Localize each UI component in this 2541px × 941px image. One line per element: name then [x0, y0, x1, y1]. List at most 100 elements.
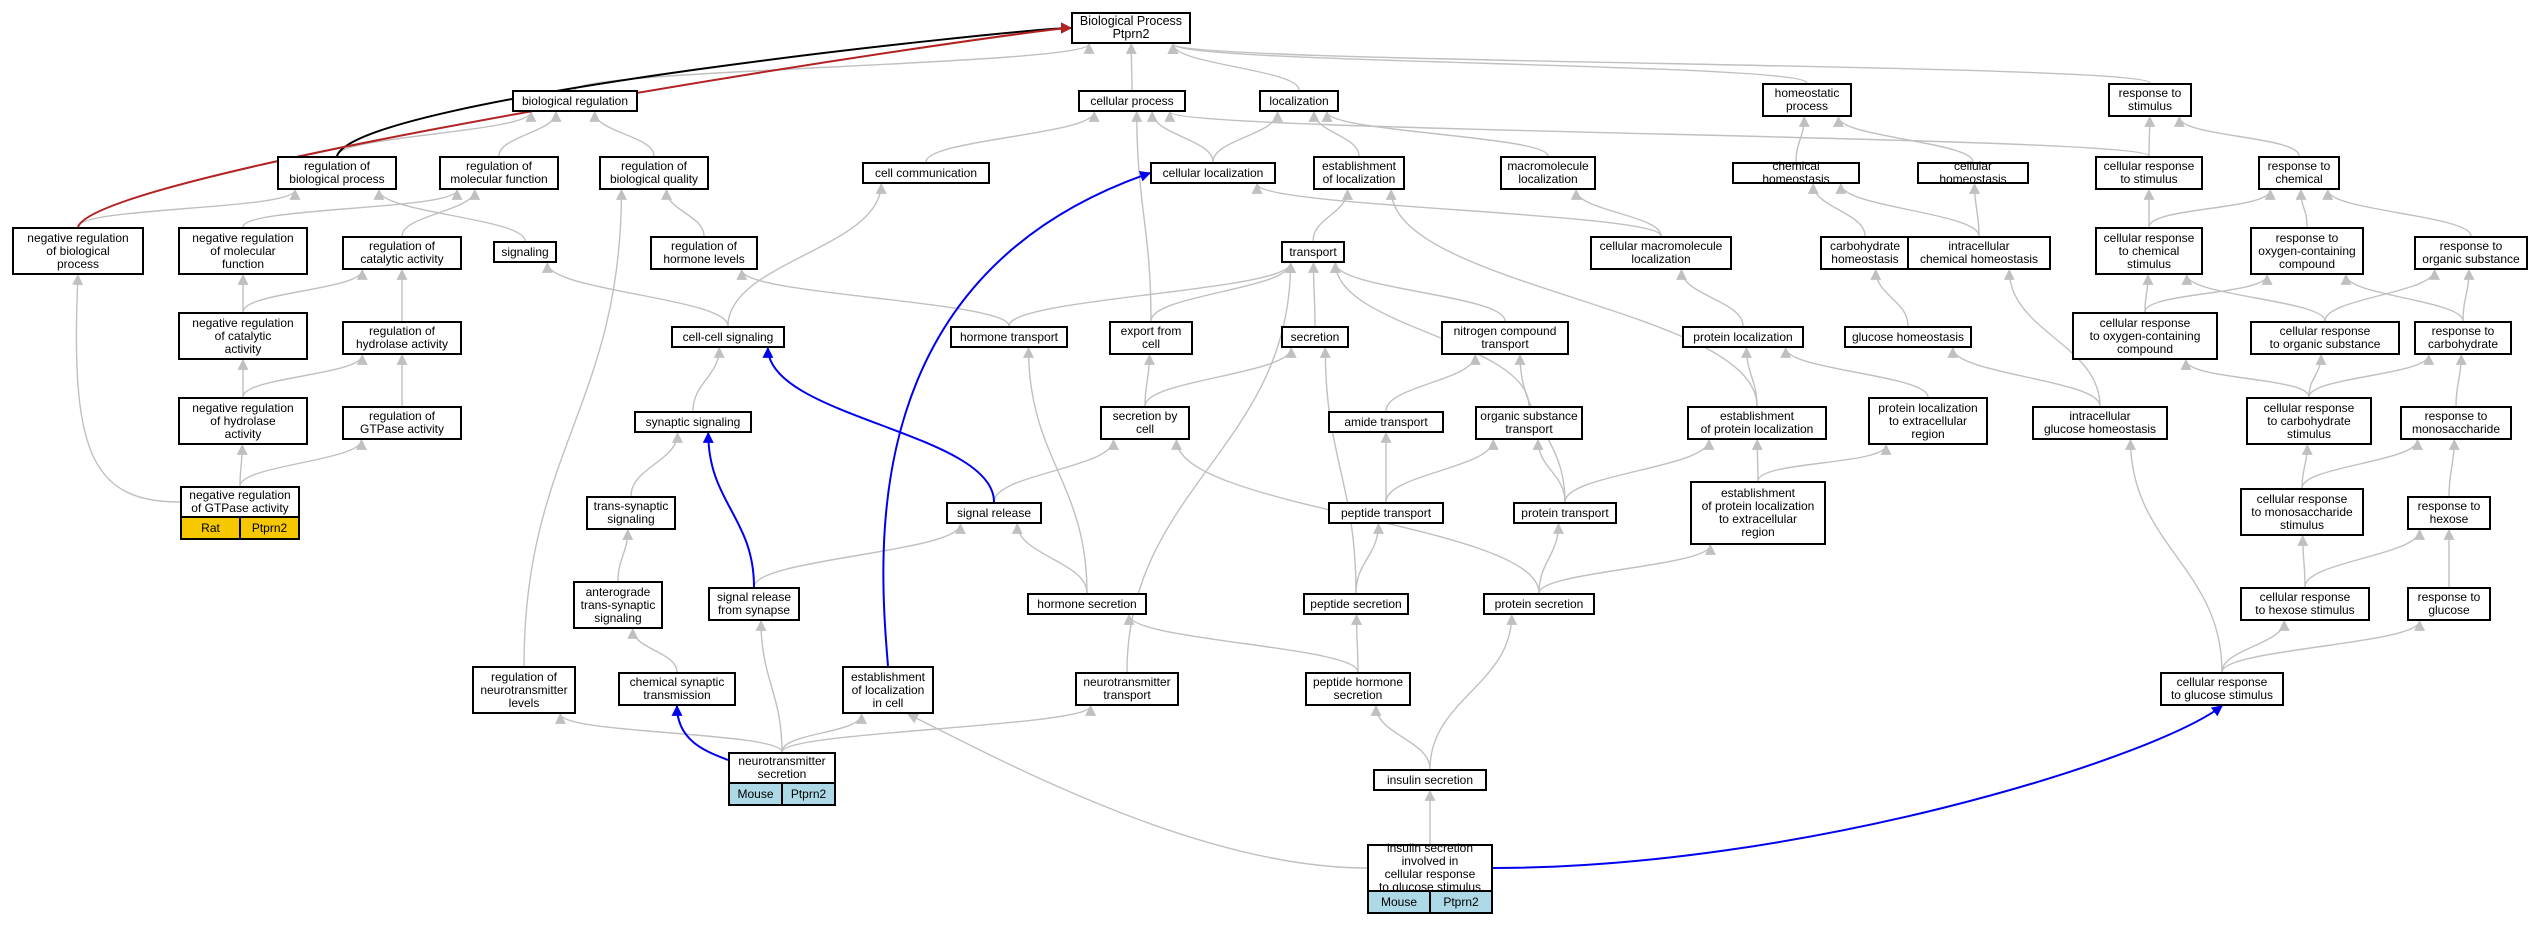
edge-cell_resp_org-to-resp_org	[2324, 268, 2440, 322]
go-term-transport[interactable]: transport	[1281, 241, 1345, 263]
go-term-nt-secretion[interactable]: neurotransmitter secretion	[728, 752, 836, 784]
go-term-prot-loc-extra[interactable]: protein localization to extracellular re…	[1868, 397, 1988, 445]
edge-resp_carb-to-resp_org	[2462, 268, 2475, 322]
go-term-pep-horm-sec[interactable]: peptide hormone secretion	[1305, 672, 1411, 706]
go-term-neg-reg-hydro-act[interactable]: negative regulation of hydrolase activit…	[178, 397, 308, 445]
go-term-cell-resp-chem[interactable]: cellular response to chemical stimulus	[2095, 227, 2203, 275]
go-term-glucose-homeo[interactable]: glucose homeostasis	[1844, 326, 1972, 348]
go-term-cell-loc[interactable]: cellular localization	[1150, 162, 1276, 184]
edge-resp_oxy-to-resp_chem	[2295, 188, 2308, 228]
go-term-horm-transport[interactable]: hormone transport	[950, 326, 1068, 348]
edge-cell_comm-to-cell_proc	[925, 110, 1100, 163]
edge-secretion-to-transport	[1308, 261, 1320, 327]
edge-sec_by_cell-to-secretion	[1144, 346, 1297, 407]
go-term-bio-reg[interactable]: biological regulation	[512, 90, 638, 112]
go-term-cell-resp-monosacc[interactable]: cellular response to monosaccharide stim…	[2240, 488, 2364, 536]
go-term-insulin-sec-resp[interactable]: insulin secretion involved in cellular r…	[1367, 842, 1493, 894]
go-term-est-loc-cell[interactable]: establishment of localization in cell	[842, 666, 934, 714]
edge-cell_resp_carb-to-cell_resp_org	[2308, 353, 2327, 398]
go-term-reg-bio-proc[interactable]: regulation of biological process	[277, 156, 397, 190]
go-term-reg-bio-qual[interactable]: regulation of biological quality	[599, 156, 709, 190]
go-term-insulin-sec[interactable]: insulin secretion	[1373, 769, 1487, 791]
go-term-pep-secretion[interactable]: peptide secretion	[1303, 593, 1409, 615]
go-term-neg-reg-mol-func[interactable]: negative regulation of molecular functio…	[178, 227, 308, 275]
edge-reg_mol_func-to-bio_reg	[498, 110, 562, 157]
edge-cell_resp_carb-to-resp_carb	[2308, 353, 2435, 398]
gene-label: Ptprn2	[239, 518, 298, 538]
go-term-reg-cat-act[interactable]: regulation of catalytic activity	[342, 236, 462, 270]
go-term-trans-syn-sig[interactable]: trans-synaptic signaling	[586, 496, 676, 530]
go-term-intra-glucose-homeo[interactable]: intracellular glucose homeostasis	[2032, 406, 2168, 440]
go-term-cell-cell-sig[interactable]: cell-cell signaling	[671, 326, 785, 348]
edge-intra_glucose_homeo-to-glucose_homeo	[1947, 346, 2101, 407]
go-term-intra-chem-homeo[interactable]: intracellular chemical homeostasis	[1907, 236, 2051, 270]
edge-trans_syn_sig-to-syn_sig	[630, 431, 683, 497]
go-term-sec-by-cell[interactable]: secretion by cell	[1100, 406, 1190, 440]
go-term-localization[interactable]: localization	[1259, 90, 1339, 112]
edge-cell_resp_chem-to-resp_chem	[2148, 188, 2276, 228]
go-term-cell-resp-carb[interactable]: cellular response to carbohydrate stimul…	[2246, 397, 2372, 445]
edge-pep_horm_sec-to-pep_secretion	[1351, 613, 1363, 673]
go-term-resp-hexose[interactable]: response to hexose	[2407, 496, 2491, 530]
go-term-prot-secretion[interactable]: protein secretion	[1483, 593, 1595, 615]
go-term-peptide-transport[interactable]: peptide transport	[1328, 502, 1444, 524]
go-term-secretion[interactable]: secretion	[1281, 326, 1349, 348]
go-term-horm-secretion[interactable]: hormone secretion	[1027, 593, 1147, 615]
go-term-syn-sig[interactable]: synaptic signaling	[634, 411, 752, 433]
edge-intra_chem_homeo-to-cell_homeo	[1969, 182, 1981, 237]
go-term-resp-chem[interactable]: response to chemical	[2258, 156, 2340, 190]
go-term-cell-resp-glucose[interactable]: cellular response to glucose stimulus	[2160, 672, 2284, 706]
go-term-reg-horm-lev[interactable]: regulation of hormone levels	[650, 236, 758, 270]
go-term-resp-carb[interactable]: response to carbohydrate	[2414, 321, 2512, 355]
go-term-cell-comm[interactable]: cell communication	[862, 162, 990, 184]
go-term-nt-transport[interactable]: neurotransmitter transport	[1075, 672, 1179, 706]
go-term-neg-reg-gtpase[interactable]: negative regulation of GTPase activity	[180, 486, 300, 518]
go-term-resp-org[interactable]: response to organic substance	[2414, 236, 2528, 270]
edge-cell_loc-to-localization	[1212, 110, 1283, 163]
go-term-org-sub-transport[interactable]: organic substance transport	[1475, 406, 1583, 440]
go-term-cell-homeo[interactable]: cellular homeostasis	[1917, 160, 2029, 186]
go-term-cell-macro-loc[interactable]: cellular macromolecule localization	[1590, 236, 1732, 270]
go-term-antero-sig[interactable]: anterograde trans-synaptic signaling	[573, 581, 663, 629]
go-term-neg-reg-bio-proc[interactable]: negative regulation of biological proces…	[12, 227, 144, 275]
edge-amide_transport-to-nitrogen_transport	[1385, 353, 1481, 412]
go-term-est-prot-loc[interactable]: establishment of protein localization	[1687, 406, 1827, 440]
go-term-protein-transport[interactable]: protein transport	[1513, 502, 1617, 524]
go-term-export-cell[interactable]: export from cell	[1109, 321, 1193, 355]
go-term-cell-resp-oxy[interactable]: cellular response to oxygen-containing c…	[2072, 312, 2218, 360]
go-term-chem-syn-trans[interactable]: chemical synaptic transmission	[618, 672, 736, 706]
go-term-macro-loc[interactable]: macromolecule localization	[1500, 156, 1596, 190]
go-term-resp-glucose[interactable]: response to glucose	[2407, 587, 2491, 621]
go-term-resp-stim[interactable]: response to stimulus	[2108, 83, 2192, 117]
go-term-cell-resp-hexose[interactable]: cellular response to hexose stimulus	[2240, 587, 2370, 621]
go-term-cell-proc[interactable]: cellular process	[1078, 90, 1186, 112]
go-term-protein-loc[interactable]: protein localization	[1682, 326, 1804, 348]
go-term-chem-homeo[interactable]: chemical homeostasis	[1732, 160, 1860, 186]
edge-cell_resp_hexose-to-cell_resp_monosacc	[2297, 534, 2309, 588]
go-term-root[interactable]: Biological Process Ptprn2	[1071, 12, 1191, 44]
go-term-cell-resp-stim[interactable]: cellular response to stimulus	[2095, 156, 2203, 190]
edge-nt_secretion-to-est_loc_cell	[781, 712, 867, 753]
go-term-reg-nt-levels[interactable]: regulation of neurotransmitter levels	[472, 666, 576, 714]
go-term-signal-release[interactable]: signal release	[946, 502, 1042, 524]
go-term-reg-mol-func[interactable]: regulation of molecular function	[439, 156, 559, 190]
go-term-sig-rel-synapse[interactable]: signal release from synapse	[708, 587, 800, 621]
go-term-signaling[interactable]: signaling	[493, 241, 557, 263]
go-term-carb-homeo[interactable]: carbohydrate homeostasis	[1820, 236, 1910, 270]
go-term-reg-gtpase-act[interactable]: regulation of GTPase activity	[342, 406, 462, 440]
go-term-resp-monosacc[interactable]: response to monosaccharide	[2400, 406, 2512, 440]
go-term-cell-resp-org[interactable]: cellular response to organic substance	[2250, 321, 2400, 355]
edge-cell_resp_monosacc-to-resp_monosacc	[2301, 438, 2423, 489]
go-term-nitrogen-transport[interactable]: nitrogen compound transport	[1441, 321, 1569, 355]
go-term-neg-reg-cat-act[interactable]: negative regulation of catalytic activit…	[178, 312, 308, 360]
go-term-amide-transport[interactable]: amide transport	[1328, 411, 1444, 433]
go-term-est-prot-loc-extra[interactable]: establishment of protein localization to…	[1690, 481, 1826, 545]
edge-cell_resp_monosacc-to-cell_resp_carb	[2301, 443, 2313, 489]
go-term-est-loc[interactable]: establishment of localization	[1313, 156, 1405, 190]
go-term-resp-oxy[interactable]: response to oxygen-containing compound	[2250, 227, 2364, 275]
edge-horm_transport-to-reg_horm_lev	[736, 268, 1010, 327]
edge-horm_transport-to-transport	[1008, 261, 1297, 327]
go-term-homeostatic[interactable]: homeostatic process	[1762, 83, 1852, 117]
go-term-reg-hydro-act[interactable]: regulation of hydrolase activity	[342, 321, 462, 355]
edge-antero_sig-to-trans_syn_sig	[617, 528, 634, 582]
